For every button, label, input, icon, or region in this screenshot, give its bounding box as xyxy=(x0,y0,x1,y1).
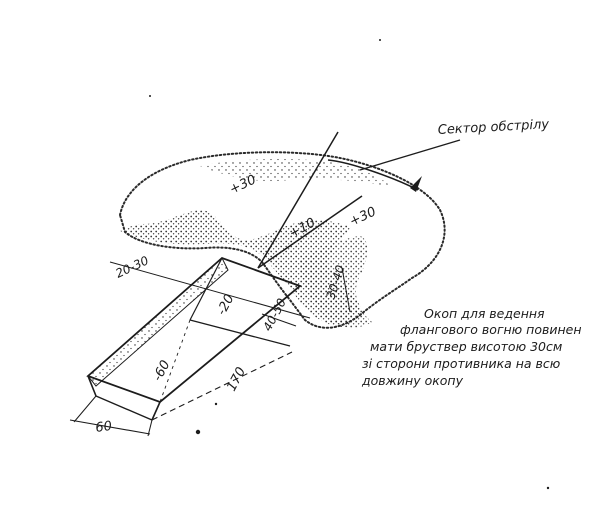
ink-mark-4 xyxy=(379,39,381,41)
dim-60-line xyxy=(69,419,151,435)
caption-line-5: довжину окопу xyxy=(361,373,464,388)
dim-plus30-right: +30 xyxy=(347,204,378,229)
sector-line-left xyxy=(257,131,339,269)
dim-minus60: -60 xyxy=(150,358,173,384)
ink-mark-3 xyxy=(149,95,151,97)
dim-60: 60 xyxy=(94,419,112,436)
caption-line-2: флангового вогню повинен xyxy=(400,322,582,337)
trench-wall-left xyxy=(87,257,229,387)
dim-170-line xyxy=(151,351,293,421)
ink-mark-2 xyxy=(214,402,218,406)
sector-arc xyxy=(327,159,419,191)
sector-pointer xyxy=(359,139,461,171)
dim-minus20: -20 xyxy=(214,292,237,318)
caption-line-3: мати бруствер висотою 30см xyxy=(370,339,562,354)
caption-line-1: Окоп для ведення xyxy=(424,306,545,321)
ink-mark-1 xyxy=(195,429,201,435)
trench-bottom-front xyxy=(95,395,153,421)
dim-20-30-line xyxy=(109,261,311,319)
parapet-stipple-right xyxy=(300,236,372,328)
dim-20-30: 20-30 xyxy=(113,253,151,281)
sector-line-right xyxy=(257,195,363,269)
dim-30-40-line xyxy=(341,267,351,313)
trench-depth-corner xyxy=(151,401,161,421)
trench-step-line xyxy=(189,319,291,347)
sector-label: Сектор обстрілу xyxy=(437,117,549,138)
dim-60-tick-a xyxy=(73,395,97,423)
trench-depth-front xyxy=(87,375,97,397)
dim-170: 170 xyxy=(224,365,249,394)
parapet-stipple-top xyxy=(200,158,390,186)
ink-mark-5 xyxy=(546,486,550,490)
sector-arrowhead xyxy=(410,176,422,192)
dim-60-tick-b xyxy=(147,419,153,437)
dim-40-50-line xyxy=(261,313,297,327)
parapet-outline xyxy=(118,151,446,329)
trench-mid-line xyxy=(159,319,191,403)
caption-line-4: зі сторони противника на всю xyxy=(362,356,560,371)
